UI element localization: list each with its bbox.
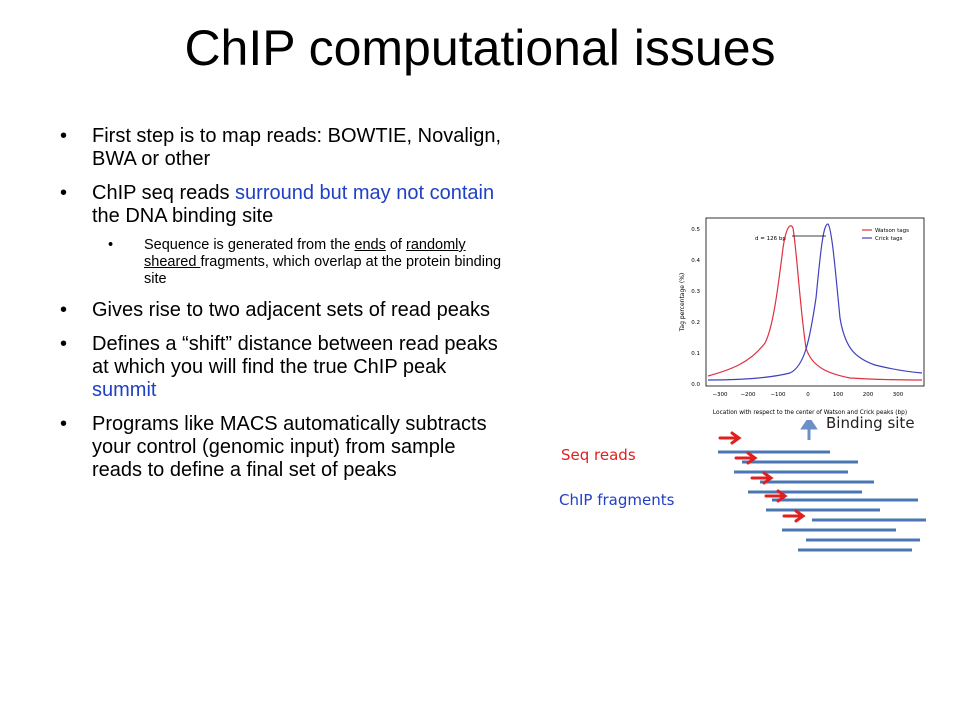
- bullet-shift: Defines a “shift” distance between read …: [60, 333, 505, 402]
- x-tick: 300: [893, 392, 904, 398]
- x-ticks: −300 −200 −100 0 100 200 300: [712, 392, 903, 398]
- highlight-summit: summit: [92, 379, 157, 401]
- read-arrow: [782, 509, 806, 523]
- bullet-macs: Programs like MACS automatically subtrac…: [60, 413, 505, 482]
- highlight-surround: surround but may not contain: [235, 182, 495, 204]
- binding-site-label: Binding site: [826, 414, 915, 432]
- x-tick: 100: [833, 392, 844, 398]
- d-label: d = 126 bp: [755, 236, 786, 242]
- legend-crick: Crick tags: [875, 236, 903, 242]
- peak-shift-figure: Tag percentage (%) 0.0 0.1 0.2 0.3 0.4 0…: [679, 217, 925, 416]
- bullet-two-peaks: Gives rise to two adjacent sets of read …: [60, 299, 505, 322]
- fragment-lines: [718, 450, 926, 552]
- x-axis-label: Location with respect to the center of W…: [713, 410, 907, 416]
- read-arrow: [734, 451, 758, 465]
- read-arrows: [718, 431, 806, 523]
- crick-curve: [707, 223, 923, 381]
- bullet-map-reads: First step is to map reads: BOWTIE, Nova…: [60, 125, 505, 171]
- y-ticks: 0.0 0.1 0.2 0.3 0.4 0.5: [691, 227, 700, 388]
- y-axis-label: Tag percentage (%): [679, 273, 686, 333]
- seq-reads-label: Seq reads: [561, 446, 636, 464]
- y-tick: 0.0: [691, 382, 700, 388]
- plot-frame: [705, 217, 925, 387]
- slide-title: ChIP computational issues: [184, 20, 776, 76]
- read-arrow: [718, 431, 742, 445]
- arrow-head: [800, 420, 818, 430]
- x-tick: −100: [770, 392, 786, 398]
- y-tick: 0.1: [691, 351, 700, 357]
- underline-ends: ends: [354, 237, 386, 253]
- x-tick: 0: [806, 392, 810, 398]
- reads-diagram: [718, 420, 926, 552]
- bullet-surround: ChIP seq reads surround but may not cont…: [60, 182, 505, 228]
- bullet-list: First step is to map reads: BOWTIE, Nova…: [60, 125, 505, 493]
- y-tick: 0.2: [691, 320, 700, 326]
- x-tick: −300: [712, 392, 728, 398]
- x-tick: 200: [863, 392, 874, 398]
- sub-bullet-sequence: Sequence is generated from the ends of r…: [60, 237, 505, 288]
- legend-watson: Watson tags: [875, 228, 909, 234]
- x-tick: −200: [740, 392, 756, 398]
- binding-site-arrow: [800, 420, 818, 440]
- y-tick: 0.4: [691, 258, 700, 264]
- read-arrow: [764, 489, 788, 503]
- watson-curve: [707, 225, 923, 381]
- chip-fragments-label: ChIP fragments: [559, 491, 675, 509]
- underline-randomly-sheared: randomly sheared: [144, 237, 466, 270]
- read-arrow: [750, 471, 774, 485]
- y-tick: 0.3: [691, 289, 700, 295]
- y-tick: 0.5: [691, 227, 700, 233]
